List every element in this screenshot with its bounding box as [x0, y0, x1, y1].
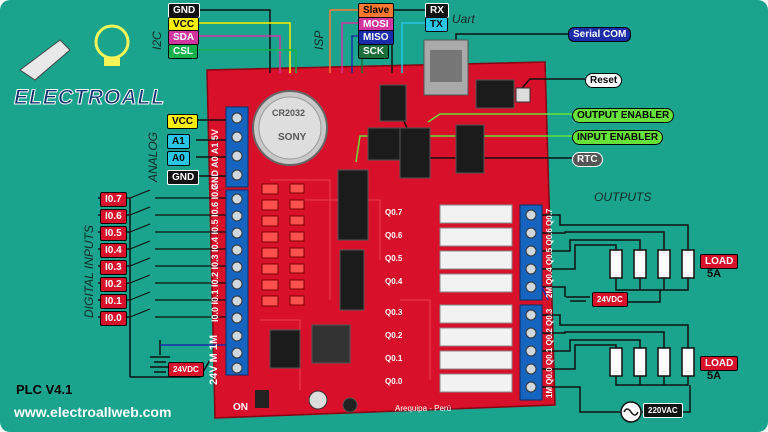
isp-label: ISP	[312, 30, 326, 50]
analog-section-label: ANALOG	[146, 131, 160, 182]
relay	[439, 304, 513, 324]
output-header-lower: 1M Q0.0 Q0.1 Q0.2 Q0.3	[545, 308, 554, 398]
outputs-label: OUTPUTS	[594, 190, 652, 204]
miso-label: MISO	[358, 30, 394, 45]
power-switch	[255, 390, 269, 408]
regulator	[269, 329, 301, 369]
load-current-lower: 5A	[707, 370, 722, 382]
q04-label: Q0.4	[385, 277, 403, 286]
relay	[439, 350, 513, 370]
analog-a0-label: A0	[167, 151, 190, 166]
load-label-lower: LOAD	[700, 356, 739, 371]
ic-chip	[475, 79, 515, 109]
input-i03-label: I0.3	[100, 260, 127, 275]
load-resistor	[681, 347, 695, 377]
ic-chip	[455, 124, 485, 174]
load-resistor	[633, 347, 647, 377]
input-i00-label: I0.0	[100, 311, 127, 326]
serial-com-label: Serial COM	[568, 27, 632, 42]
input-i01-label: I0.1	[100, 294, 127, 309]
analog-header-text: GND A0 A1 5V	[210, 129, 220, 190]
output-enabler-label: OUTPUT ENABLER	[572, 108, 675, 123]
battery-brand: SONY	[278, 132, 307, 143]
relay	[439, 327, 513, 347]
on-label: ON	[233, 402, 248, 413]
relay	[439, 250, 513, 270]
ac-220v-label: 220VAC	[643, 403, 683, 418]
csl-label: CSL	[168, 44, 198, 59]
load-label-upper: LOAD	[700, 254, 739, 269]
digital-inputs-label: DIGITAL INPUTS	[82, 225, 96, 318]
q03-label: Q0.3	[385, 308, 403, 317]
gnd-label: GND	[168, 3, 201, 18]
robot-hand-icon	[19, 39, 71, 81]
ic-chip	[337, 169, 369, 241]
q05-label: Q0.5	[385, 254, 403, 263]
input-i07-label: I0.7	[100, 192, 127, 207]
input-i04-label: I0.4	[100, 243, 127, 258]
mosi-label: MOSI	[358, 17, 394, 32]
input-i02-label: I0.2	[100, 277, 127, 292]
model-label: PLC V4.1	[16, 382, 73, 397]
input-enabler-label: INPUT ENABLER	[572, 130, 664, 145]
relay	[439, 204, 513, 224]
board-location: Arequipa - Perú	[395, 404, 452, 413]
analog-vcc-label: VCC	[167, 114, 199, 129]
website-label: www.electroallweb.com	[14, 404, 172, 420]
brand-logo: ELECTROALL	[13, 86, 166, 110]
battery-model: CR2032	[272, 108, 306, 118]
ic-chip	[339, 249, 365, 311]
q02-label: Q0.2	[385, 331, 403, 340]
tx-label: TX	[425, 17, 448, 32]
load-resistor	[657, 347, 671, 377]
rx-label: RX	[425, 3, 449, 18]
q00-label: Q0.0	[385, 377, 403, 386]
load-resistor	[633, 249, 647, 279]
load-resistor	[609, 347, 623, 377]
relay	[439, 273, 513, 293]
output-24vdc-label: 24VDC	[592, 292, 628, 307]
load-resistor	[657, 249, 671, 279]
load-current-upper: 5A	[707, 268, 722, 280]
ic-chip	[379, 84, 407, 122]
input-header-text: I0.0 I0.1 I0.2 I0.3 I0.4 I0.5 I0.6 I0.7	[210, 184, 220, 322]
ic-chip	[399, 127, 431, 179]
relay	[439, 227, 513, 247]
sck-label: SCK	[358, 44, 390, 59]
analog-terminal-block	[225, 106, 249, 188]
input-24vdc-label: 24VDC	[168, 362, 204, 377]
q06-label: Q0.6	[385, 231, 403, 240]
rtc-label: RTC	[572, 152, 603, 167]
analog-a1-label: A1	[167, 134, 190, 149]
q01-label: Q0.1	[385, 354, 403, 363]
slave-label: Slave	[358, 3, 395, 18]
output-header-upper: 2M Q0.4 Q0.5 Q0.6 Q0.7	[545, 208, 554, 298]
sda-label: SDA	[168, 30, 200, 45]
input-i05-label: I0.5	[100, 226, 127, 241]
analog-gnd-label: GND	[167, 170, 200, 185]
input-i06-label: I0.6	[100, 209, 127, 224]
reset-button	[515, 87, 531, 103]
uart-label: Uart	[452, 12, 475, 26]
mcu-chip	[367, 127, 401, 161]
load-resistor	[681, 249, 695, 279]
i2c-label: I2C	[150, 31, 164, 50]
bulb-icon	[94, 24, 130, 60]
inductor	[311, 324, 351, 364]
load-resistor	[609, 249, 623, 279]
q07-label: Q0.7	[385, 208, 403, 217]
reset-label: Reset	[585, 73, 623, 88]
power-header-text: 24V M 1M	[208, 334, 220, 385]
relay	[439, 373, 513, 393]
